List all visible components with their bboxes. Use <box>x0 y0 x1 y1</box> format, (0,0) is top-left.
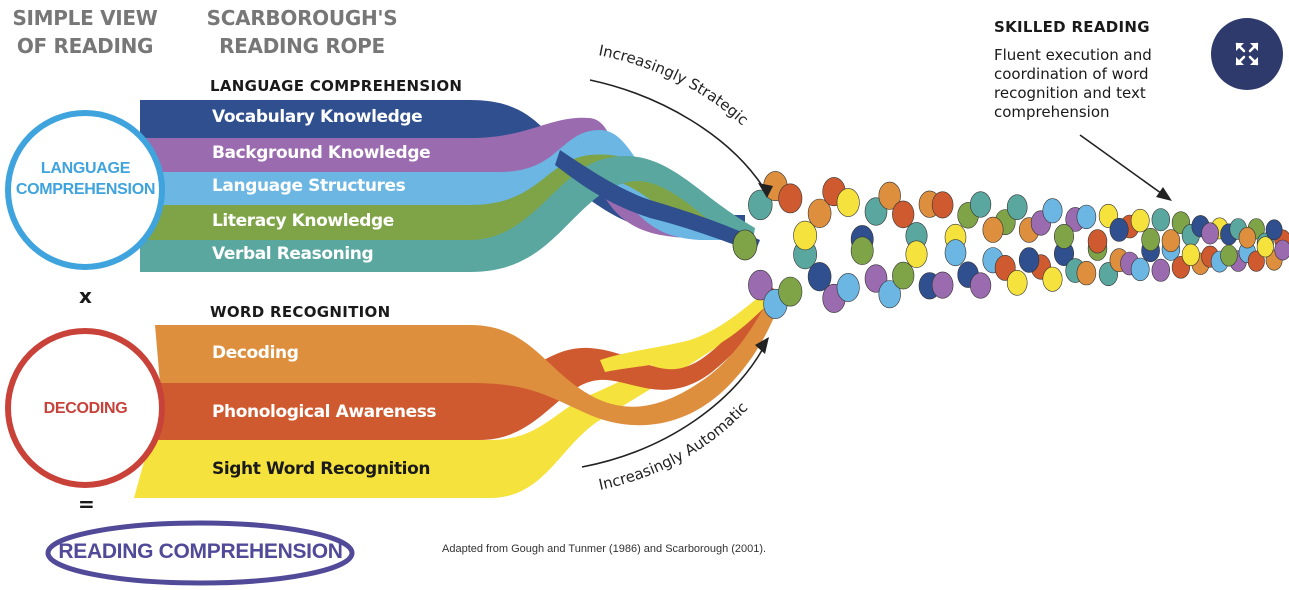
rope-segment <box>1151 208 1171 232</box>
skilled-reading-title: SKILLED READING <box>994 18 1150 36</box>
rope-segment <box>1141 227 1160 252</box>
rope-segment <box>1076 204 1097 230</box>
twisted-rope <box>732 171 1289 319</box>
rope-segment <box>732 229 758 261</box>
rope-segment <box>1151 258 1171 282</box>
language-strands <box>140 100 760 272</box>
rope-segment <box>778 276 803 307</box>
rope-segment <box>1042 266 1063 292</box>
word-recognition-heading: WORD RECOGNITION <box>210 303 391 321</box>
rope-segment <box>892 200 915 229</box>
rope-segment <box>748 269 773 301</box>
language-comprehension-circle-label: LANGUAGE COMPREHENSION <box>15 160 156 198</box>
automatic-arrow <box>581 337 769 468</box>
rope-segment <box>1054 223 1075 249</box>
skilled-reading-description: Fluent execution and coordination of wor… <box>994 46 1152 121</box>
rope-segment <box>748 189 773 221</box>
rope-segment <box>944 239 967 267</box>
rope-segment <box>931 271 954 299</box>
rope-segment <box>1201 222 1220 245</box>
rope-segment <box>1087 229 1108 254</box>
strand-decoding <box>155 300 778 426</box>
rope-segment <box>1076 260 1097 286</box>
strand-label-sight-word: Sight Word Recognition <box>212 459 431 479</box>
rope-segment <box>1130 208 1150 233</box>
rope-segment <box>1256 236 1274 258</box>
simple-view-heading: SIMPLE VIEW OF READING <box>12 6 158 58</box>
strand-vocab-overlap <box>555 150 760 252</box>
strand-label-decoding: Decoding <box>212 343 299 363</box>
rope-segment <box>1006 194 1028 220</box>
rope-segment <box>1181 243 1200 267</box>
strand-phonological <box>150 285 780 440</box>
rope-segment <box>892 261 915 290</box>
rope-segment <box>969 191 992 218</box>
rope-segment <box>982 216 1004 243</box>
rope-segment <box>807 262 832 292</box>
strand-label-background: Background Knowledge <box>212 143 431 163</box>
strand-label-literacy: Literacy Knowledge <box>212 211 394 231</box>
reading-comprehension-ellipse <box>45 520 355 586</box>
strand-yellow-overlap <box>600 292 772 372</box>
equals-operator: = <box>78 492 95 516</box>
rope-segment <box>878 280 901 309</box>
strand-label-phonological: Phonological Awareness <box>212 402 437 422</box>
rope-segment <box>850 236 874 265</box>
strand-label-vocabulary: Vocabulary Knowledge <box>212 107 423 127</box>
rope-segment <box>1006 269 1028 296</box>
reading-comprehension-label: READING COMPREHENSION <box>58 540 343 563</box>
rope-segment <box>969 272 992 299</box>
rope-segment <box>1265 219 1283 241</box>
rope-segment <box>905 240 928 268</box>
rope-segment <box>1238 227 1256 249</box>
language-comprehension-circle <box>5 110 165 270</box>
decoding-circle <box>5 328 165 488</box>
rope-segment <box>807 198 832 228</box>
decoding-circle-label: DECODING <box>43 400 128 417</box>
strand-sight-word <box>134 292 778 498</box>
rope-segment <box>793 220 818 251</box>
skilled-arrow <box>1079 134 1172 201</box>
rope-segment <box>878 181 901 210</box>
language-comprehension-heading: LANGUAGE COMPREHENSION <box>210 77 463 95</box>
rope-segment <box>1274 239 1289 261</box>
rope-segment <box>1247 250 1265 272</box>
times-operator: x <box>79 284 92 308</box>
rope-segment <box>1018 247 1040 273</box>
strand-label-verbal: Verbal Reasoning <box>212 244 374 264</box>
rope-segment <box>836 188 860 217</box>
rope-segment <box>778 183 803 214</box>
expand-button[interactable] <box>1211 18 1283 90</box>
rope-segment <box>836 273 860 302</box>
word-strands <box>134 285 780 498</box>
expand-arrows-icon <box>1235 42 1259 66</box>
reading-rope-heading: SCARBOROUGH'S READING ROPE <box>206 6 398 58</box>
increasingly-strategic-label: Increasingly Strategic <box>597 41 752 129</box>
rope-segment <box>931 191 954 219</box>
rope-segment <box>1109 217 1129 242</box>
rope-segment <box>1042 198 1063 224</box>
strategic-arrow <box>589 79 773 198</box>
source-credit: Adapted from Gough and Tunmer (1986) and… <box>442 543 767 555</box>
rope-segment <box>1130 257 1150 282</box>
strand-label-structures: Language Structures <box>212 176 406 196</box>
rope-segment <box>1220 244 1238 267</box>
rope-segment <box>1161 229 1181 253</box>
